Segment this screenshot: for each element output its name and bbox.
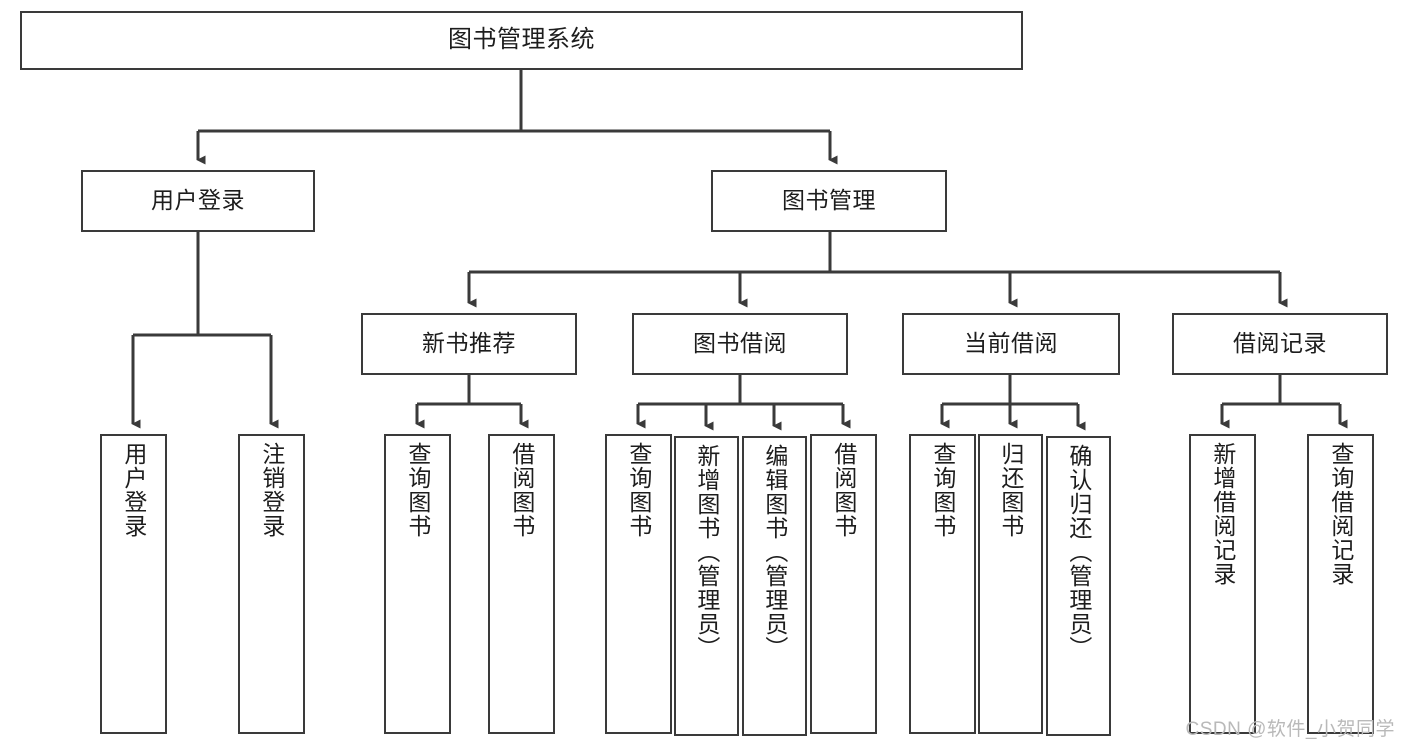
node-label: 编辑图书（管理员） <box>761 444 788 660</box>
node-label: 查询图书 <box>929 442 956 538</box>
node-label: 归还图书 <box>997 442 1024 538</box>
node-current-borrow[interactable]: 当前借阅 <box>902 313 1120 375</box>
node-new-book-recommend[interactable]: 新书推荐 <box>361 313 577 375</box>
node-label: 查询图书 <box>625 442 652 538</box>
node-book-management[interactable]: 图书管理 <box>711 170 947 232</box>
leaf-current-borrow-confirm-return[interactable]: 确认归还（管理员） <box>1046 436 1111 736</box>
node-label: 图书借阅 <box>693 330 787 357</box>
leaf-book-borrow-add[interactable]: 新增图书（管理员） <box>674 436 739 736</box>
node-label: 查询图书 <box>404 442 431 538</box>
leaf-new-book-borrow[interactable]: 借阅图书 <box>488 434 555 734</box>
node-user-login[interactable]: 用户登录 <box>81 170 315 232</box>
node-label: 新书推荐 <box>422 330 516 357</box>
node-borrow-record[interactable]: 借阅记录 <box>1172 313 1388 375</box>
node-label: 新增借阅记录 <box>1209 442 1236 586</box>
leaf-book-borrow-edit[interactable]: 编辑图书（管理员） <box>742 436 807 736</box>
node-label: 图书管理 <box>782 187 876 214</box>
node-label: 用户登录 <box>120 442 147 538</box>
leaf-book-borrow-query[interactable]: 查询图书 <box>605 434 672 734</box>
node-label: 新增图书（管理员） <box>693 444 720 660</box>
leaf-current-borrow-return[interactable]: 归还图书 <box>978 434 1043 734</box>
node-label: 图书管理系统 <box>448 26 595 54</box>
node-book-management-system[interactable]: 图书管理系统 <box>20 11 1023 70</box>
leaf-new-book-query[interactable]: 查询图书 <box>384 434 451 734</box>
leaf-borrow-record-add[interactable]: 新增借阅记录 <box>1189 434 1256 734</box>
node-label: 当前借阅 <box>964 330 1058 357</box>
node-label: 查询借阅记录 <box>1327 442 1354 586</box>
node-label: 借阅记录 <box>1233 330 1327 357</box>
leaf-book-borrow-lend[interactable]: 借阅图书 <box>810 434 877 734</box>
leaf-user-login-logout[interactable]: 注销登录 <box>238 434 305 734</box>
node-book-borrow[interactable]: 图书借阅 <box>632 313 848 375</box>
leaf-current-borrow-query[interactable]: 查询图书 <box>909 434 976 734</box>
watermark: CSDN @软件_小贺同学 <box>1185 719 1395 740</box>
node-label: 注销登录 <box>258 442 285 538</box>
node-label: 用户登录 <box>151 187 245 214</box>
leaf-user-login-signin[interactable]: 用户登录 <box>100 434 167 734</box>
node-label: 确认归还（管理员） <box>1065 444 1092 660</box>
node-label: 借阅图书 <box>508 442 535 538</box>
leaf-borrow-record-query[interactable]: 查询借阅记录 <box>1307 434 1374 734</box>
node-label: 借阅图书 <box>830 442 857 538</box>
